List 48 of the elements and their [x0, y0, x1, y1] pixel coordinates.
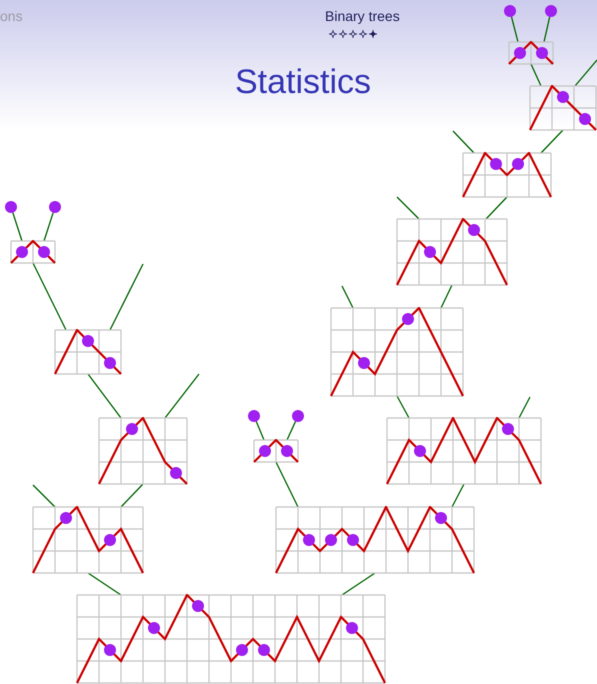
tree-edge	[342, 572, 376, 596]
tree-edge	[396, 396, 410, 418]
tree-edge	[396, 196, 420, 220]
leaf-dot	[49, 201, 61, 213]
lattice-path-picture	[98, 417, 188, 485]
tree-edge	[540, 130, 564, 154]
tree-edge	[510, 16, 519, 42]
tree-edge	[451, 484, 465, 508]
tree-edge	[164, 374, 200, 418]
lattice-path-picture	[330, 307, 464, 397]
section-label: ons	[0, 8, 23, 24]
tree-edge	[120, 484, 144, 508]
leaf-dot	[504, 5, 516, 17]
tree-edge	[530, 64, 542, 86]
tree-edge	[87, 374, 122, 418]
tree-edge	[32, 484, 56, 508]
lattice-path-picture	[275, 506, 475, 574]
lattice-path-picture	[396, 218, 508, 286]
leaf-dot	[292, 410, 304, 422]
leaf-dot	[545, 5, 557, 17]
lattice-path-picture	[54, 329, 122, 375]
slide-title: Statistics	[234, 63, 372, 101]
tree-edge	[275, 462, 299, 508]
lattice-path-picture	[10, 240, 56, 264]
tree-edge	[88, 572, 122, 596]
header-label: Binary trees	[325, 8, 400, 24]
tree-edge	[286, 421, 296, 440]
leaf-dot	[248, 410, 260, 422]
tree-edge	[109, 264, 144, 330]
tree-edge	[12, 212, 23, 242]
lattice-path-picture	[529, 85, 597, 131]
tree-edge	[341, 286, 354, 308]
lattice-path-picture	[386, 417, 542, 485]
tree-edge	[32, 262, 67, 330]
lattice-path-picture	[32, 506, 144, 574]
lattice-path-picture	[253, 439, 299, 463]
tree-edge	[486, 196, 508, 220]
tree-edge	[43, 212, 54, 242]
tree-edge	[543, 16, 550, 42]
leaf-dot	[5, 201, 17, 213]
lattice-path-picture	[508, 41, 554, 65]
tree-edge	[440, 284, 453, 308]
tree-edge	[452, 130, 474, 154]
lattice-path-picture	[462, 152, 552, 198]
tree-edge	[574, 60, 597, 86]
tree-edge	[518, 396, 531, 418]
tree-edge	[256, 421, 265, 440]
lattice-path-picture	[76, 594, 386, 684]
